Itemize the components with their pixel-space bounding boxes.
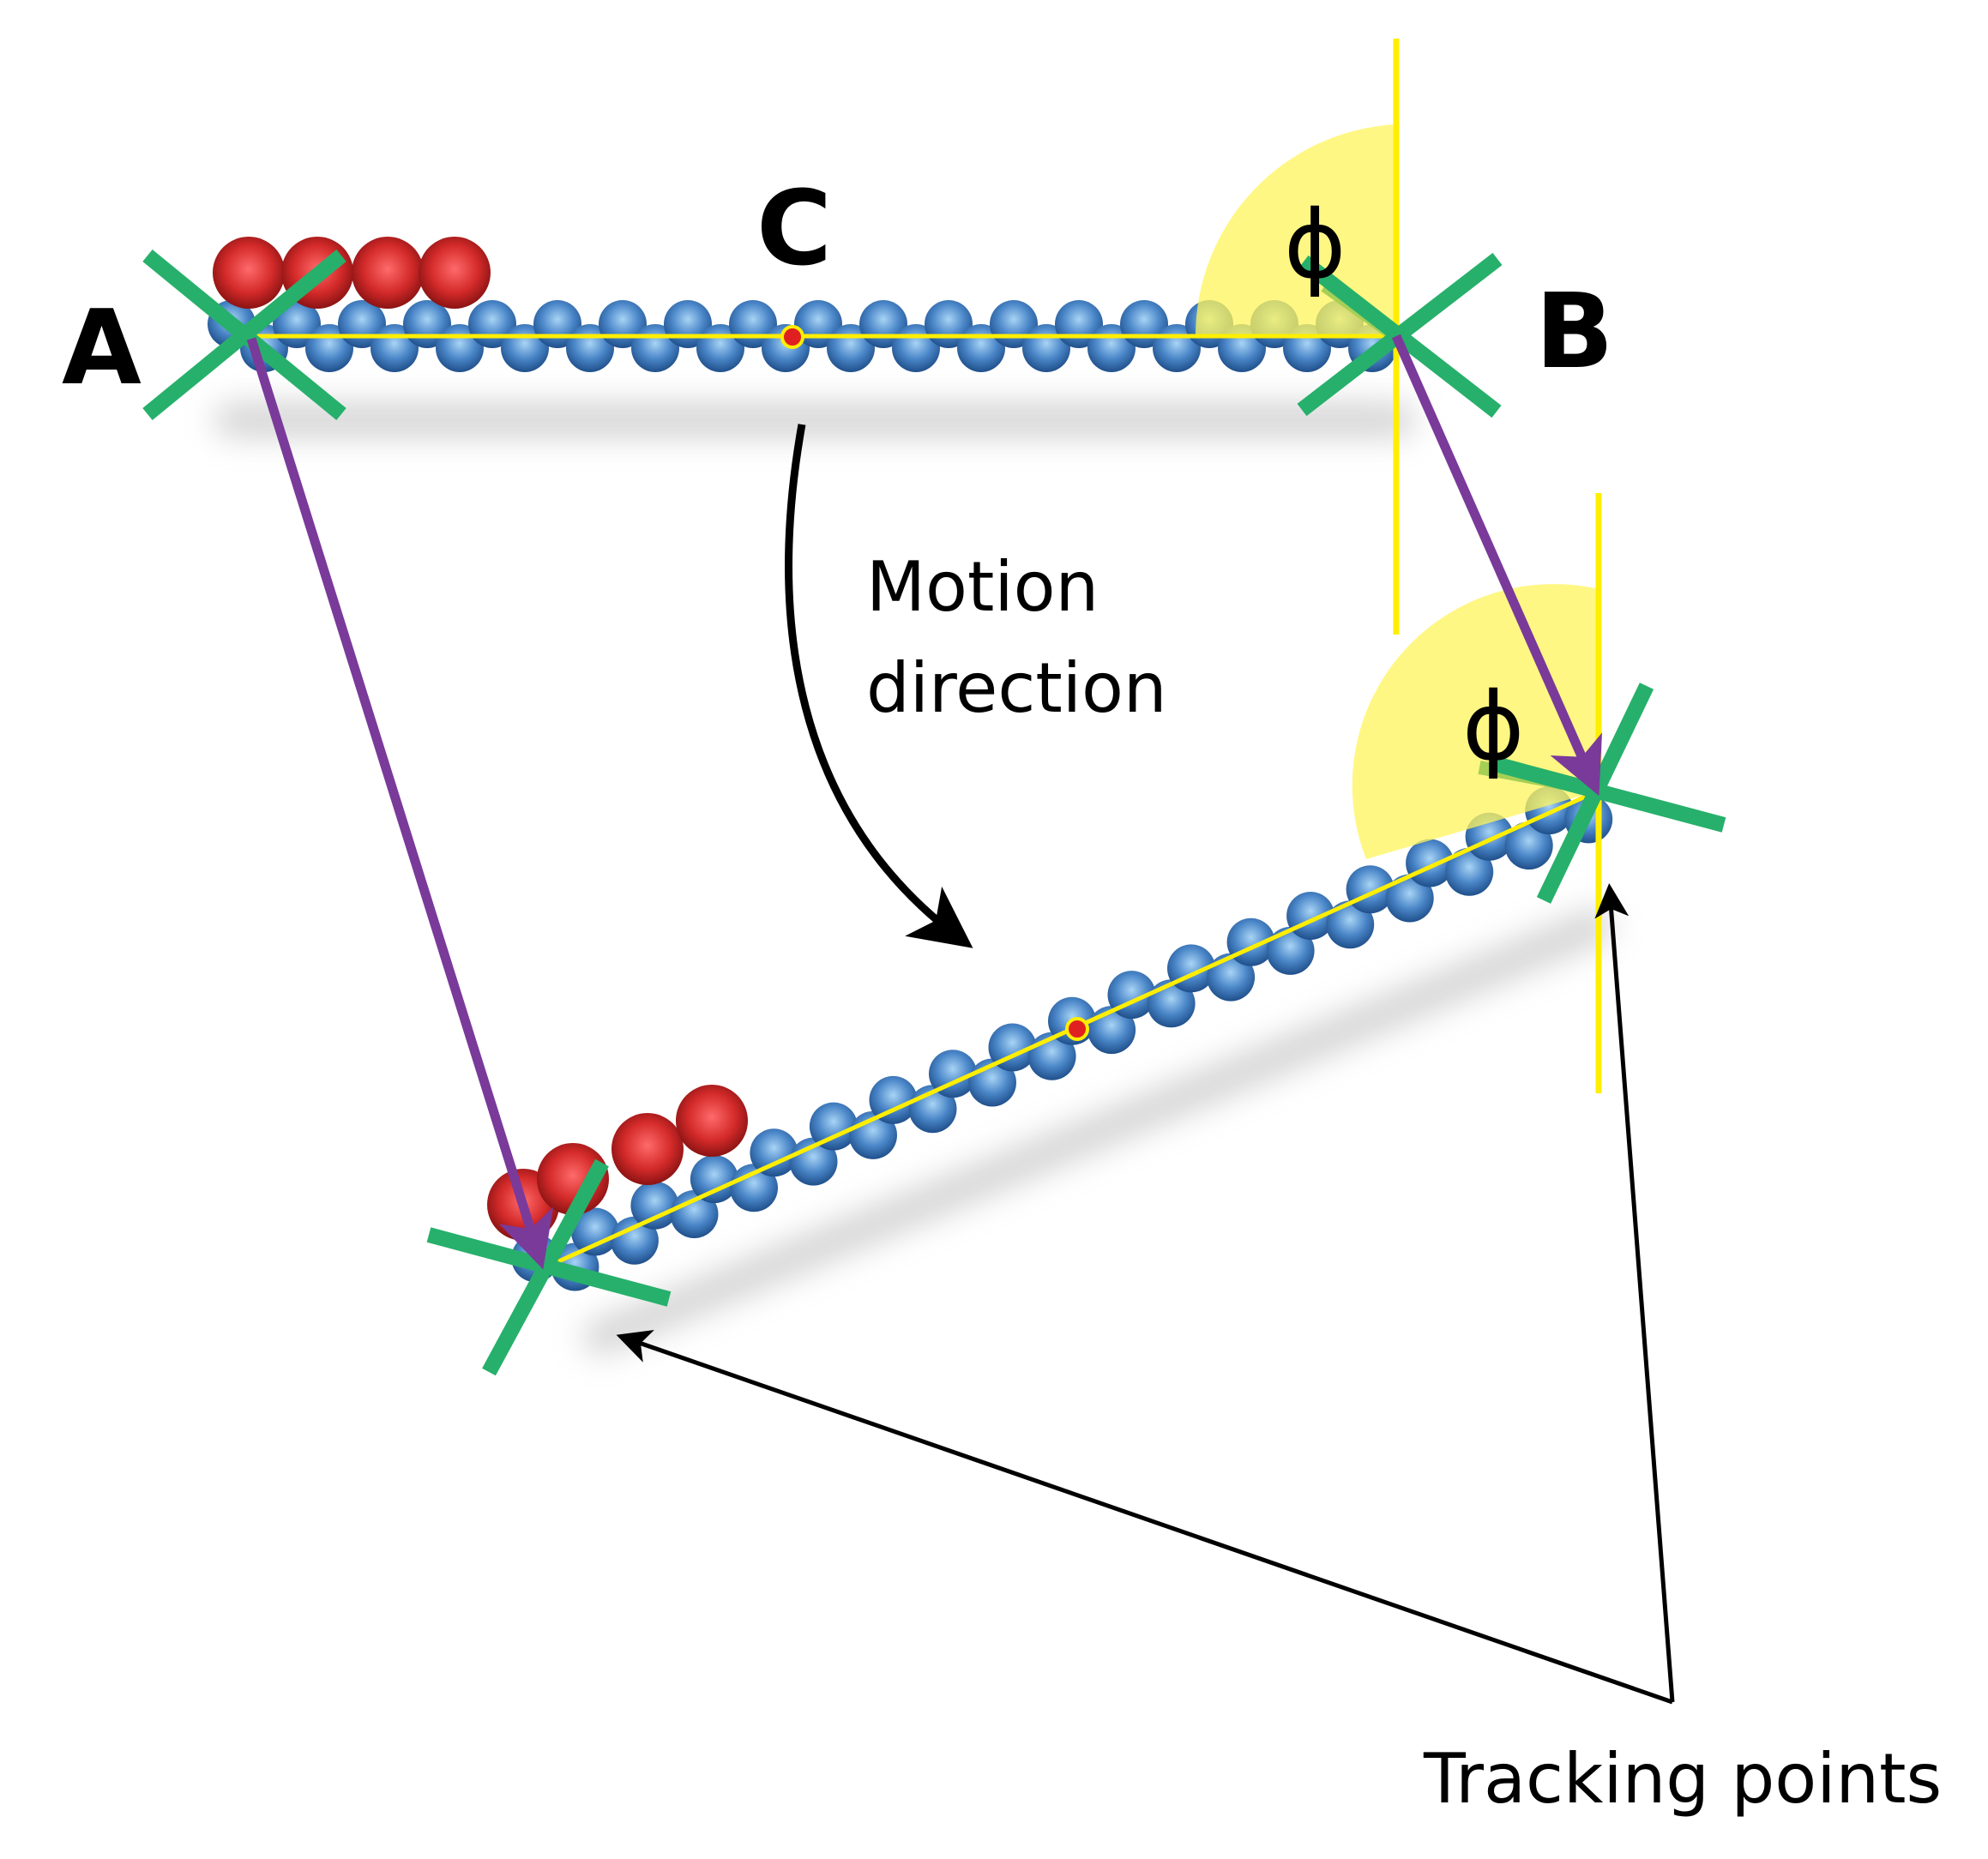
actin-bead <box>1286 892 1335 940</box>
filament-shadow <box>214 403 1415 437</box>
label-motion-line1: Motion <box>866 547 1099 627</box>
myosin-head <box>419 237 491 309</box>
center-dot <box>780 325 804 349</box>
tracking-arrow-right <box>1594 883 1675 1703</box>
filament-beads <box>511 786 1613 1291</box>
actin-bead <box>690 1155 738 1204</box>
actin-bead <box>750 1128 798 1177</box>
actin-bead <box>809 1102 858 1151</box>
label-angle-top: ϕ <box>1284 190 1346 299</box>
actin-bead <box>929 1050 977 1098</box>
actin-bead <box>730 1164 778 1212</box>
actin-bead <box>1266 926 1315 975</box>
center-dot <box>1065 1017 1089 1041</box>
label-point-a: A <box>62 289 142 408</box>
myosin-head <box>611 1113 684 1185</box>
actin-bead <box>570 1207 619 1256</box>
actin-bead <box>1326 900 1375 949</box>
label-tracking-points: Tracking points <box>1423 1739 1942 1819</box>
myosin-head <box>213 237 285 309</box>
label-angle-bottom: ϕ <box>1462 671 1525 781</box>
label-point-c: C <box>756 170 832 289</box>
angle-wedge-top <box>1195 124 1396 336</box>
actin-bead <box>630 1181 679 1230</box>
filament-initial <box>142 39 1503 635</box>
actin-bead <box>1445 847 1494 896</box>
actin-bead <box>1207 953 1256 1002</box>
motor-heads <box>213 237 491 309</box>
myosin-head <box>352 237 424 309</box>
myosin-head <box>676 1085 748 1157</box>
actin-bead <box>1346 865 1395 914</box>
displacement-arrow-a <box>246 337 554 1270</box>
actin-bead <box>1385 874 1434 923</box>
actin-bead <box>610 1216 659 1265</box>
actin-bead <box>670 1190 719 1238</box>
tracking-cross-a <box>142 250 346 420</box>
label-point-b: B <box>1535 273 1613 392</box>
motion-direction-arrow <box>785 424 973 948</box>
actin-bead <box>1406 839 1455 887</box>
filament-shadow <box>583 909 1612 1355</box>
label-motion-line2: direction <box>866 648 1167 728</box>
actin-bead <box>869 1075 918 1124</box>
tracking-arrow-left <box>616 1329 1673 1705</box>
actin-bead <box>1504 821 1553 870</box>
displacement-arrow-b <box>1391 334 1602 797</box>
